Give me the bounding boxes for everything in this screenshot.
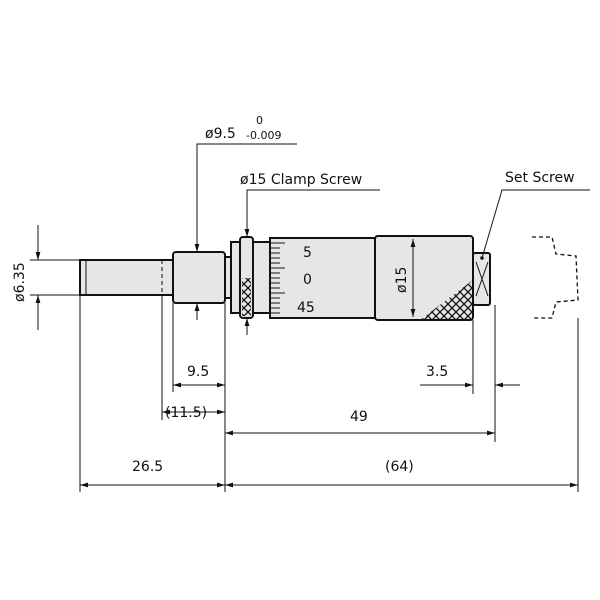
svg-text:49: 49	[350, 409, 368, 425]
thimble: ø15	[374, 235, 474, 321]
dim-shaft-diameter: ø6.35	[12, 225, 80, 330]
svg-text:(11.5): (11.5)	[165, 405, 207, 421]
clamp-screw-callout: ø15 Clamp Screw	[240, 172, 380, 335]
svg-text:-0.009: -0.009	[246, 129, 281, 142]
dim-sleeve-length: 9.5	[173, 364, 225, 388]
svg-text:ø6.35: ø6.35	[12, 262, 28, 302]
svg-text:3.5: 3.5	[426, 364, 448, 380]
dim-spindle-length: 26.5	[80, 459, 225, 488]
scale-0: 0	[303, 272, 312, 288]
clamp-knurl	[242, 278, 251, 316]
extension-lines	[79, 295, 579, 492]
spindle	[79, 259, 174, 296]
svg-text:(64): (64)	[385, 459, 414, 475]
dim-sleeve-diameter: ø9.5 0 -0.009	[194, 114, 297, 320]
thimble-scale: 5 0 45	[269, 237, 376, 319]
svg-text:9.5: 9.5	[187, 364, 209, 380]
svg-text:Set Screw: Set Screw	[505, 170, 575, 186]
svg-text:0: 0	[256, 114, 263, 127]
svg-text:ø15 Clamp Screw: ø15 Clamp Screw	[240, 172, 362, 188]
set-screw	[472, 252, 491, 306]
dim-sleeve-total: (11.5)	[162, 405, 225, 421]
scale-5: 5	[303, 245, 312, 261]
dim-body-length: 49	[225, 409, 495, 436]
scale-45: 45	[297, 300, 315, 316]
set-screw-callout: Set Screw	[480, 170, 590, 260]
sleeve	[172, 251, 226, 304]
svg-text:ø9.5: ø9.5	[205, 126, 236, 142]
dim-total-length: (64)	[225, 459, 578, 488]
dim-set-screw-offset: 3.5	[420, 364, 520, 388]
ratchet-outline	[532, 236, 579, 319]
svg-text:26.5: 26.5	[132, 459, 163, 475]
thimble-diameter-label: ø15	[394, 267, 410, 293]
